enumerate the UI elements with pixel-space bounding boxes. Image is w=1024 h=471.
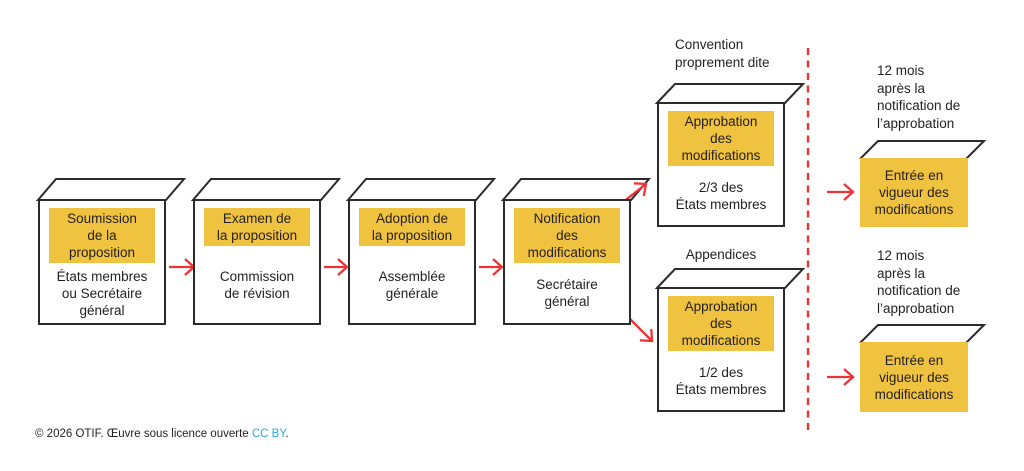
approval-box-convention: Approbation des modifications 2/3 des Ét… [657,102,785,227]
copyright-suffix: . [285,428,289,440]
step-label-highlight: Examen de la proposition [204,208,310,246]
arrow-right-icon [324,258,349,276]
box-lid-open [859,324,987,344]
step-actor: Commission de révision [219,268,295,301]
arrow-right-icon [169,258,196,276]
step-box-soumission: Soumission de la proposition États membr… [38,199,166,325]
step-actor: Assemblée générale [378,268,446,301]
box-lid [654,83,806,104]
copyright-footer: © 2026 OTIF. Œuvre sous licence ouverte … [35,428,289,440]
box-lid [35,178,187,201]
delay-note-convention: 12 mois après la notification de l’appro… [877,63,961,131]
outcome-box-appendices: Entrée en vigueur des modifications [860,342,968,412]
box-lid [190,178,342,201]
approval-label-highlight: Approbation des modifications [668,111,774,166]
step-actor: États membres ou Secrétaire général [56,268,148,318]
step-label-highlight: Adoption de la proposition [359,208,465,246]
delay-note-appendices: 12 mois après la notification de l’appro… [877,248,961,316]
branch-heading-convention: Convention proprement dite [675,37,770,70]
ccby-license-link[interactable]: CC BY [251,428,286,440]
copyright-text: © 2026 OTIF. Œuvre sous licence ouverte [35,428,252,440]
outcome-box-convention: Entrée en vigueur des modifications [860,158,968,227]
box-lid [345,178,497,201]
step-box-adoption: Adoption de la proposition Assemblée gén… [348,199,476,325]
box-lid-open [859,140,987,160]
step-label-highlight: Notification des modifications [514,208,620,263]
arrow-right-icon [827,183,855,201]
approval-label-highlight: Approbation des modifications [668,296,774,351]
step-actor: Secrétaire général [536,277,598,309]
step-box-examen: Examen de la proposition Commission de r… [193,199,321,325]
branch-heading-appendices: Appendices [685,247,757,262]
approval-box-appendices: Approbation des modifications 1/2 des Ét… [657,287,785,412]
box-lid [654,268,806,289]
approval-quorum: 2/3 des États membres [675,179,767,212]
arrow-down-right-icon [629,318,654,343]
arrow-right-icon [479,258,504,276]
step-box-notification: Notification des modifications Secrétair… [503,199,631,325]
step-label-highlight: Soumission de la proposition [49,208,155,263]
approval-quorum: 1/2 des États membres [675,364,767,397]
arrow-right-icon [827,368,855,386]
box-lid [500,178,652,201]
